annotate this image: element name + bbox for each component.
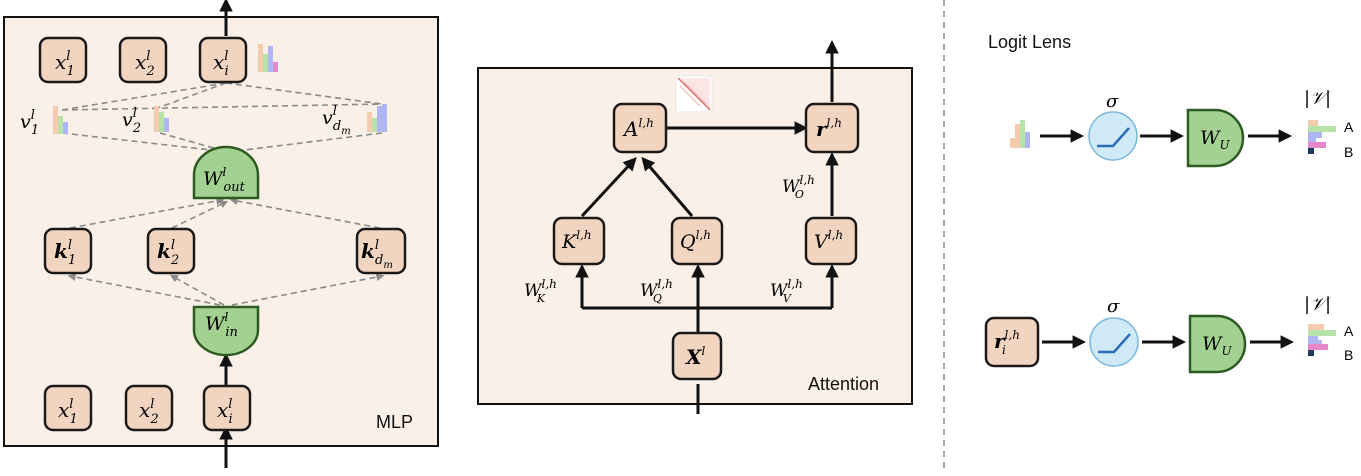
svg-text:WU: WU	[1202, 333, 1233, 358]
svg-text:kl1: kl1	[54, 238, 76, 268]
mlp-label: MLP	[376, 412, 413, 432]
key-matrix-node: Kl,h	[552, 216, 606, 266]
svg-text:Ql,h: Ql,h	[680, 228, 711, 253]
unembedding-block: WU	[1186, 108, 1245, 168]
svg-text:A: A	[1344, 119, 1354, 135]
attention-label: Attention	[808, 374, 879, 394]
attention-output-node: rl,h	[804, 102, 860, 154]
sigma-activation-icon-2: σ	[1089, 296, 1139, 367]
svg-text:A: A	[1344, 323, 1354, 339]
attention-scores-node: Al,h	[612, 102, 668, 154]
mlp-win-to-key-arrows	[67, 273, 385, 306]
svg-text:vl2: vl2	[122, 106, 141, 136]
svg-text:xl1: xl1	[58, 397, 78, 427]
vocab-logits-2: |𝒱| A B	[1304, 294, 1354, 363]
mlp-top-token-histogram	[258, 44, 278, 72]
svg-text:B: B	[1344, 144, 1353, 160]
logit-lens-title: Logit Lens	[988, 32, 1071, 52]
svg-text:|𝒱|: |𝒱|	[1304, 294, 1331, 315]
svg-text:Al,h: Al,h	[622, 116, 654, 141]
svg-text:xli: xli	[217, 397, 233, 427]
logit-lens-row-1: σ WU |𝒱| A B	[1010, 88, 1354, 168]
svg-text:vl1: vl1	[20, 108, 39, 138]
input-x-node: Xl	[671, 331, 723, 381]
svg-text:σ: σ	[1106, 91, 1119, 112]
svg-text:σ: σ	[1107, 296, 1120, 317]
attention-heatmap-icon	[675, 75, 713, 113]
svg-text:Xl: Xl	[684, 344, 706, 369]
svg-text:Vl,h: Vl,h	[814, 228, 843, 253]
value-matrix-node: Vl,h	[804, 216, 858, 266]
svg-text:WU: WU	[1200, 127, 1231, 152]
svg-text:xl2: xl2	[135, 49, 155, 79]
attention-arrows	[575, 39, 839, 412]
svg-text:xl2: xl2	[139, 397, 159, 427]
mlp-key-to-wout-arrows	[69, 197, 381, 229]
logit-lens-panel: Logit Lens σ WU |𝒱|	[984, 32, 1354, 374]
svg-text:B: B	[1344, 347, 1353, 363]
sigma-activation-icon: σ	[1088, 91, 1138, 161]
svg-text:kl2: kl2	[157, 238, 179, 268]
vocab-logits-1: |𝒱| A B	[1304, 88, 1354, 160]
query-matrix-node: Ql,h	[670, 216, 724, 266]
svg-text:rl,hi: rl,hi	[994, 328, 1020, 357]
unembedding-block-2: WU	[1188, 314, 1247, 374]
svg-text:|𝒱|: |𝒱|	[1304, 88, 1331, 109]
svg-text:Kl,h: Kl,h	[561, 228, 592, 253]
svg-text:rl,h: rl,h	[816, 116, 842, 141]
svg-text:xl1: xl1	[55, 49, 75, 79]
input-histogram-icon	[1010, 120, 1030, 148]
svg-text:xli: xli	[213, 49, 229, 79]
mlp-dashed-lines	[61, 82, 383, 153]
